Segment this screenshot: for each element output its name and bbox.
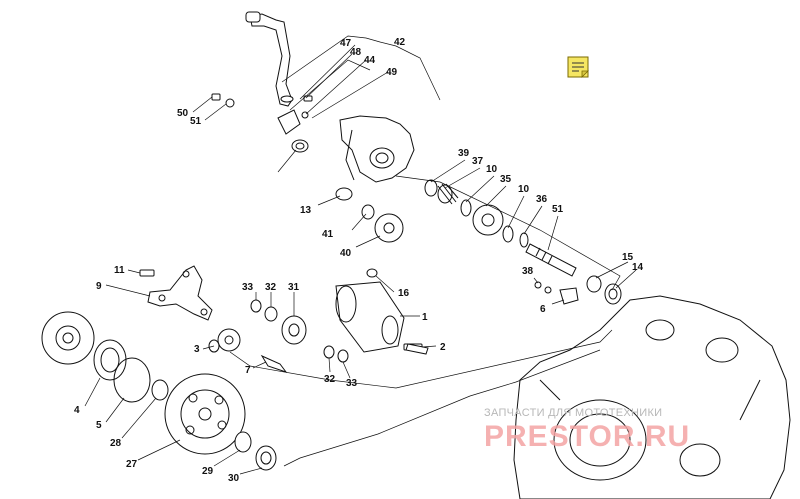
part-label: 40 bbox=[340, 248, 352, 259]
part-label: 9 bbox=[96, 281, 102, 292]
part-label: 29 bbox=[202, 466, 214, 477]
watermark: ЗАПЧАСТИ ДЛЯ МОТОТЕХНИКИ PRESTOR.RU bbox=[484, 407, 690, 453]
mounting-bracket bbox=[139, 265, 213, 321]
part-label: 37 bbox=[472, 156, 484, 167]
part-label: 32 bbox=[265, 282, 277, 293]
part-label: 2 bbox=[440, 342, 446, 353]
part-label: 11 bbox=[114, 265, 125, 276]
part-label: 7 bbox=[245, 365, 251, 376]
part-label: 28 bbox=[110, 438, 122, 449]
engine-crankcase bbox=[513, 295, 791, 499]
part-label: 27 bbox=[126, 459, 138, 470]
kick-start-housing bbox=[339, 115, 415, 183]
intermediate-gear bbox=[335, 187, 404, 243]
part-label: 4 bbox=[74, 405, 80, 416]
starter-gear-set bbox=[250, 299, 349, 363]
small-hardware bbox=[405, 275, 622, 355]
part-label: 15 bbox=[622, 252, 634, 263]
part-label: 33 bbox=[346, 378, 358, 389]
part-label: 36 bbox=[536, 194, 548, 205]
part-label: 6 bbox=[540, 304, 546, 315]
part-label: 32 bbox=[324, 374, 336, 385]
watermark-logo-text: PRESTOR.RU bbox=[484, 420, 690, 453]
part-labels: 42 47 48 44 49 50 51 13 41 40 39 37 10 3… bbox=[74, 37, 644, 484]
part-label: 10 bbox=[486, 164, 498, 175]
note-icon[interactable] bbox=[567, 56, 589, 78]
part-label: 49 bbox=[386, 67, 398, 78]
part-label: 44 bbox=[364, 55, 376, 66]
assembly-lines bbox=[229, 35, 621, 467]
starter-gear bbox=[208, 328, 241, 353]
part-label: 38 bbox=[522, 266, 534, 277]
part-label: 35 bbox=[500, 174, 512, 185]
part-label: 1 bbox=[422, 312, 428, 323]
part-label: 48 bbox=[350, 47, 362, 58]
kick-start-shaft-parts bbox=[424, 179, 577, 277]
part-label: 3 bbox=[194, 344, 200, 355]
watermark-tagline: ЗАПЧАСТИ ДЛЯ МОТОТЕХНИКИ bbox=[484, 407, 662, 419]
part-label: 50 bbox=[177, 108, 189, 119]
part-label: 30 bbox=[228, 473, 240, 484]
pin bbox=[260, 354, 288, 373]
kick-start-lever bbox=[211, 11, 313, 153]
part-label: 13 bbox=[300, 205, 312, 216]
part-label: 39 bbox=[458, 148, 470, 159]
part-label: 14 bbox=[632, 262, 644, 273]
part-label: 51 bbox=[190, 116, 202, 127]
part-label: 16 bbox=[398, 288, 410, 299]
starter-motor bbox=[335, 268, 423, 353]
part-label: 10 bbox=[518, 184, 530, 195]
part-label: 5 bbox=[96, 420, 102, 431]
part-label: 51 bbox=[552, 204, 564, 215]
part-label: 31 bbox=[288, 282, 300, 293]
part-label: 41 bbox=[322, 229, 334, 240]
part-label: 42 bbox=[394, 37, 406, 48]
part-label: 33 bbox=[242, 282, 254, 293]
flywheel-gear-stack bbox=[41, 311, 277, 471]
leader-lines bbox=[84, 44, 637, 475]
part-label: 47 bbox=[340, 38, 352, 49]
